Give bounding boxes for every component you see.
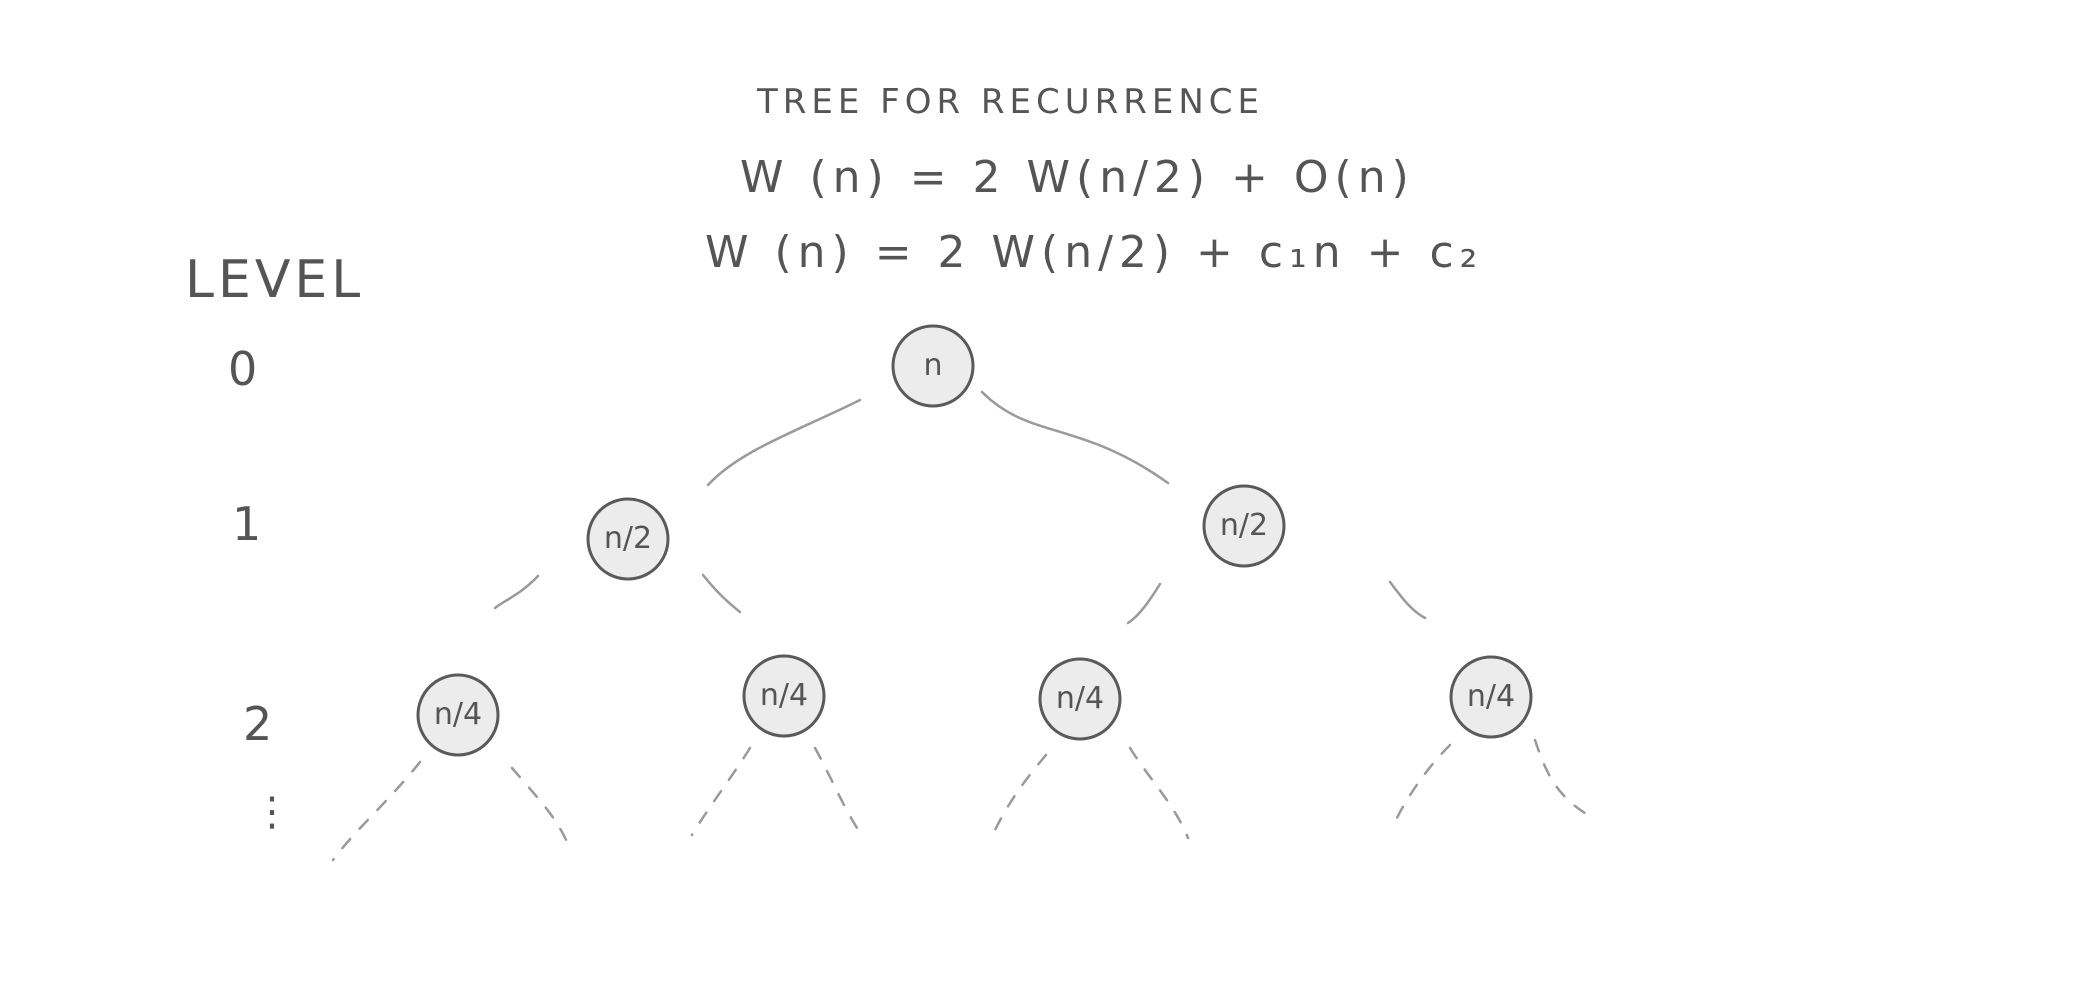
level-1-label: 1: [232, 497, 261, 551]
edge-left-left: [493, 574, 540, 610]
dashed-edge-1a: [331, 760, 422, 862]
tree-node-level2-3: n/4: [1038, 657, 1122, 741]
edge-right-right: [1388, 580, 1427, 620]
level-0-label: 0: [228, 342, 257, 396]
level-2-label: 2: [243, 697, 272, 751]
node-label-level2-3: n/4: [1056, 681, 1104, 716]
diagram-title: TREE FOR RECURRENCE: [756, 82, 1264, 122]
dashed-edge-1b: [510, 766, 569, 844]
level-heading: LEVEL: [185, 250, 364, 310]
recurrence-equation-1: W (n) = 2 W(n/2) + O(n): [740, 152, 1415, 203]
edge-root-right: [980, 390, 1170, 485]
tree-node-level1-left: n/2: [586, 497, 670, 581]
node-label-level2-4: n/4: [1467, 679, 1515, 714]
tree-node-level2-4: n/4: [1449, 655, 1533, 739]
tree-node-level1-right: n/2: [1202, 484, 1286, 568]
node-label-level2-2: n/4: [760, 678, 808, 713]
tree-node-level2-1: n/4: [416, 673, 500, 757]
dashed-edge-4b: [1533, 738, 1590, 817]
dashed-edge-2b: [813, 746, 859, 830]
edge-right-left: [1126, 582, 1162, 625]
node-label-root: n: [923, 348, 942, 383]
edge-root-left: [706, 398, 862, 487]
level-continuation-dots: ⋮: [252, 789, 292, 835]
tree-node-level2-2: n/4: [742, 654, 826, 738]
tree-node-root: n: [891, 324, 975, 408]
node-label-level1-left: n/2: [604, 521, 652, 556]
dashed-edge-3b: [1128, 746, 1190, 840]
recurrence-equation-2: W (n) = 2 W(n/2) + c₁n + c₂: [705, 227, 1483, 278]
dashed-edge-3a: [993, 753, 1048, 832]
dashed-edge-2a: [690, 746, 752, 837]
node-label-level2-1: n/4: [434, 697, 482, 732]
dashed-edge-4a: [1390, 743, 1452, 830]
node-label-level1-right: n/2: [1220, 508, 1268, 543]
edge-left-right: [701, 573, 742, 614]
